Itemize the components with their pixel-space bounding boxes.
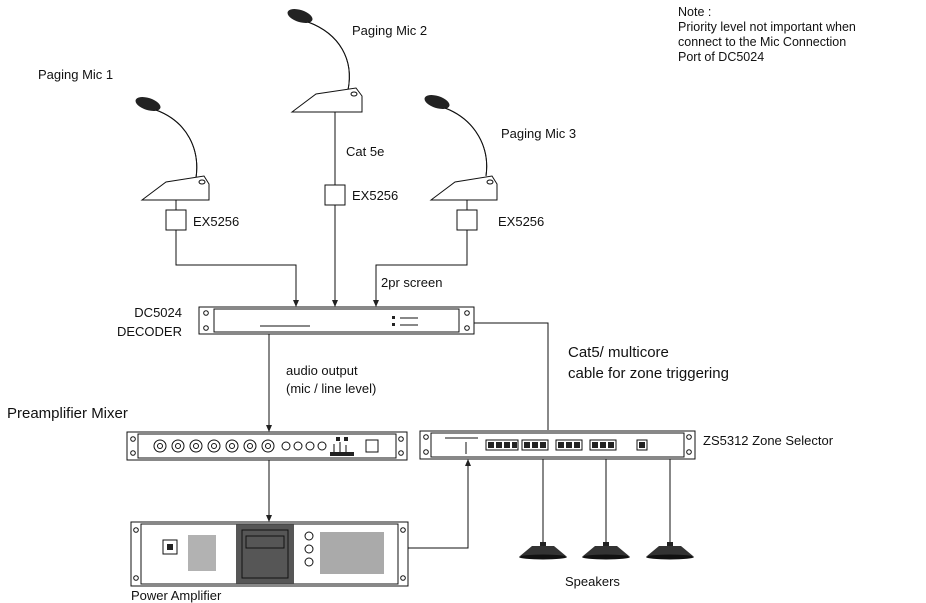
speakers-label: Speakers bbox=[565, 574, 620, 589]
extender-3-label: EX5256 bbox=[498, 214, 545, 229]
cable-zone-trigger bbox=[474, 322, 549, 430]
paging-mic-1-label: Paging Mic 1 bbox=[38, 67, 114, 82]
note-block: Note : Priority level not important when… bbox=[678, 5, 856, 65]
decoder-type-label: DECODER bbox=[116, 324, 182, 339]
preamp-mixer-unit bbox=[126, 431, 408, 461]
extender-1-label: EX5256 bbox=[193, 214, 240, 229]
zone-cable-purpose-label: cable for zone triggering bbox=[568, 365, 729, 382]
speaker-2-icon bbox=[582, 542, 630, 560]
cable-mic1 bbox=[175, 230, 297, 306]
note-heading: Note : bbox=[678, 5, 712, 19]
zone-selector-label: ZS5312 Zone Selector bbox=[703, 433, 834, 448]
audio-output-label: audio output bbox=[286, 363, 358, 378]
paging-mic-3-icon bbox=[424, 95, 498, 201]
zone-cable-label: Cat5/ multicore bbox=[568, 344, 669, 361]
note-line: Port of DC5024 bbox=[678, 50, 765, 64]
extender-box-2 bbox=[324, 184, 346, 206]
decoder-model-label: DC5024 bbox=[134, 305, 182, 320]
extender-box-1 bbox=[165, 209, 187, 231]
speaker-1-icon bbox=[519, 542, 567, 560]
decoder-unit bbox=[198, 306, 475, 335]
extender-2-label: EX5256 bbox=[352, 188, 399, 203]
speaker-3-icon bbox=[646, 542, 694, 560]
zone-selector-unit bbox=[419, 430, 696, 460]
note-line: connect to the Mic Connection bbox=[678, 35, 847, 49]
paging-mic-2-label: Paging Mic 2 bbox=[352, 23, 428, 38]
note-line: Priority level not important when bbox=[678, 20, 856, 34]
power-amp-label: Power Amplifier bbox=[131, 588, 222, 603]
cat5e-label: Cat 5e bbox=[346, 144, 385, 159]
paging-mic-3-label: Paging Mic 3 bbox=[501, 126, 577, 141]
extender-box-3 bbox=[456, 209, 478, 231]
paging-mic-2-icon bbox=[287, 9, 363, 113]
audio-output-level-label: (mic / line level) bbox=[286, 381, 377, 396]
cable-mic3 bbox=[375, 230, 468, 306]
preamp-label: Preamplifier Mixer bbox=[7, 405, 128, 422]
screen-cable-label: 2pr screen bbox=[381, 275, 443, 290]
power-amp-unit bbox=[130, 521, 409, 587]
paging-mic-1-icon bbox=[135, 97, 210, 201]
